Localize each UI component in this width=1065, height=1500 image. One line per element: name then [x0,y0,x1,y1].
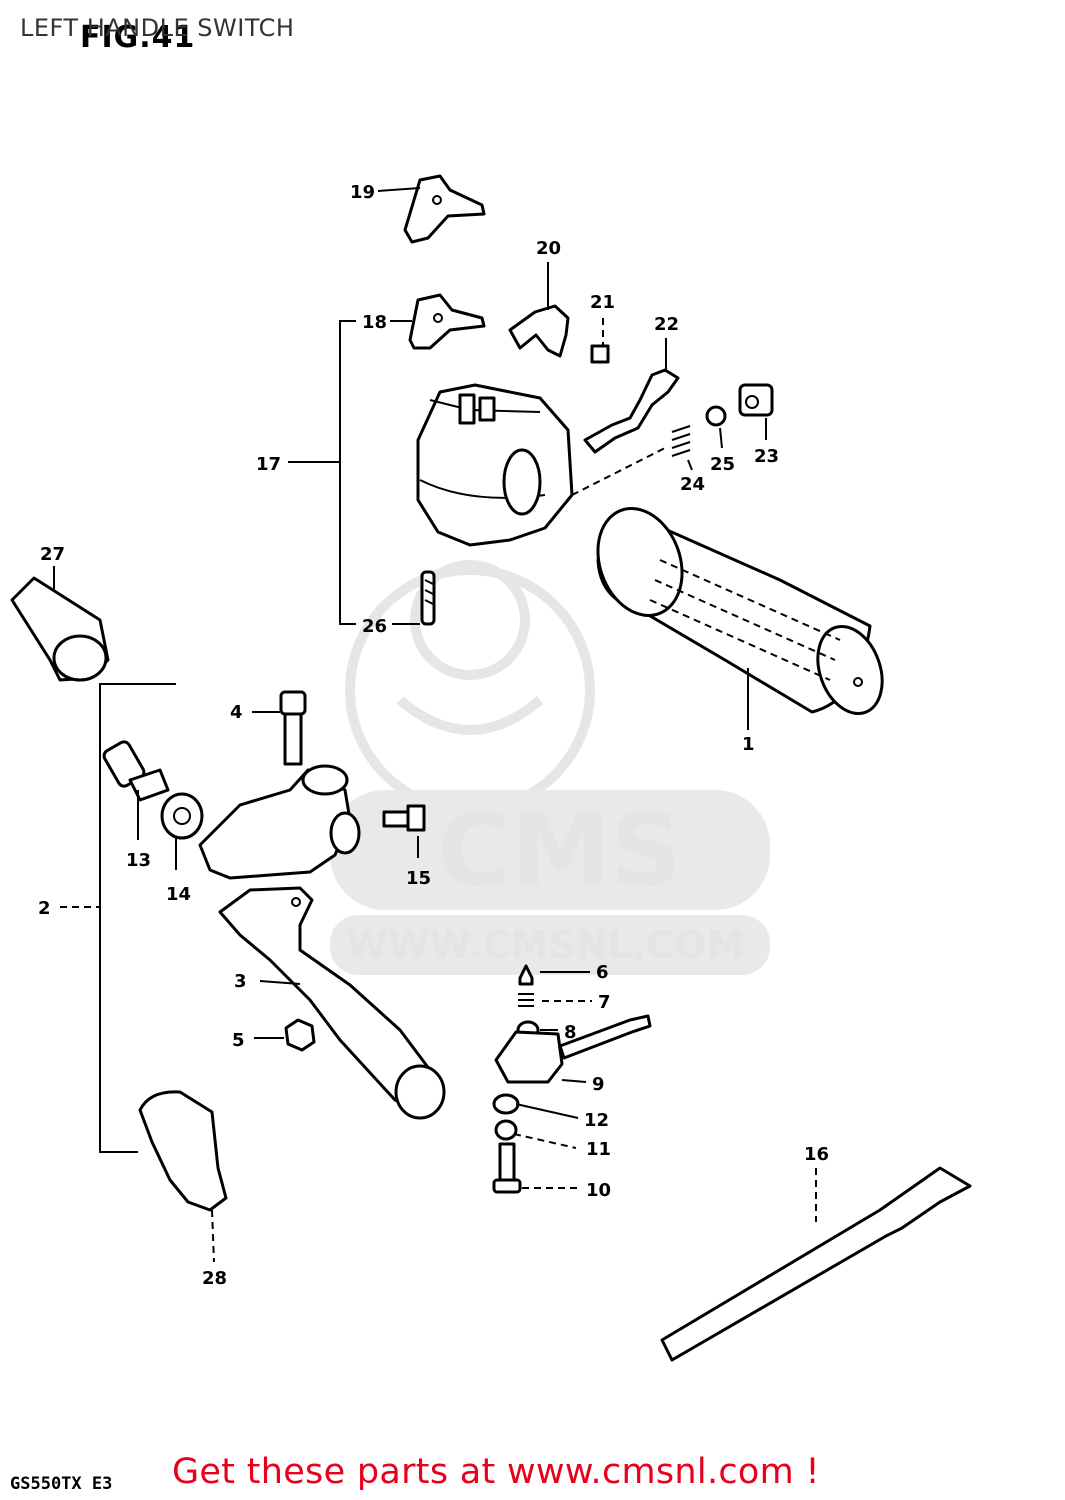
part-4 [252,690,307,766]
parts-link[interactable]: Get these parts at www.cmsnl.com ! [172,1452,820,1492]
part-17-switch-housing [416,383,666,547]
lever-holder [198,764,361,880]
callout-22: 22 [654,314,679,335]
callout-10: 10 [586,1180,611,1201]
figure-label: FIG.41 [80,20,196,55]
part-7 [518,993,592,1007]
callout-19: 19 [350,182,375,203]
part-11 [494,1119,577,1149]
callout-2: 2 [38,898,51,919]
group-2-bracket [60,683,176,1153]
part-3-lever [218,886,446,1120]
part-16-cable-tie [660,1166,972,1362]
callout-15: 15 [406,868,431,889]
callout-6: 6 [596,962,609,983]
part-24 [671,425,693,471]
part-5 [254,1018,316,1052]
callout-13: 13 [126,850,151,871]
callout-27: 27 [40,544,65,565]
part-23 [738,383,774,440]
watermark-url: WWW.CMSNL.COM [346,923,745,967]
callout-3: 3 [234,971,247,992]
group-17-bracket [288,320,356,625]
callout-9: 9 [592,1074,605,1095]
callout-25: 25 [710,454,735,475]
callout-21: 21 [590,292,615,313]
part-21 [590,318,610,364]
callout-17: 17 [256,454,281,475]
callout-24: 24 [680,474,705,495]
watermark-brand: CMS [438,792,683,909]
part-9 [494,1014,652,1084]
part-10 [492,1142,580,1194]
callout-1: 1 [742,734,755,755]
part-1-grip [596,507,884,730]
callout-20: 20 [536,238,561,259]
part-15 [382,804,426,858]
callout-4: 4 [230,702,243,723]
callout-11: 11 [586,1139,611,1160]
callout-5: 5 [232,1030,245,1051]
callout-labels: 1 2 3 4 5 6 7 8 9 10 11 12 13 14 15 16 1… [38,182,829,1289]
part-14 [160,792,204,870]
callout-12: 12 [584,1110,609,1131]
model-code: GS550TX E3 [10,1474,113,1494]
part-22 [583,338,680,454]
callout-14: 14 [166,884,191,905]
page-title: LEFT HANDLE SWITCH [20,14,295,42]
part-18 [390,293,486,350]
part-13 [102,740,170,840]
callout-18: 18 [362,312,387,333]
part-19 [377,174,486,244]
part-25 [705,405,727,449]
callout-8: 8 [564,1022,577,1043]
callout-26: 26 [362,616,387,637]
callout-28: 28 [202,1268,227,1289]
cms-watermark: CMS WWW.CMSNL.COM [330,560,770,975]
part-26 [392,570,436,626]
part-28 [138,1090,228,1263]
part-6 [518,964,590,986]
callout-23: 23 [754,446,779,467]
callout-7: 7 [598,992,611,1013]
callout-16: 16 [804,1144,829,1165]
part-27 [10,566,110,682]
part-20 [508,262,570,358]
part-12 [492,1093,579,1119]
